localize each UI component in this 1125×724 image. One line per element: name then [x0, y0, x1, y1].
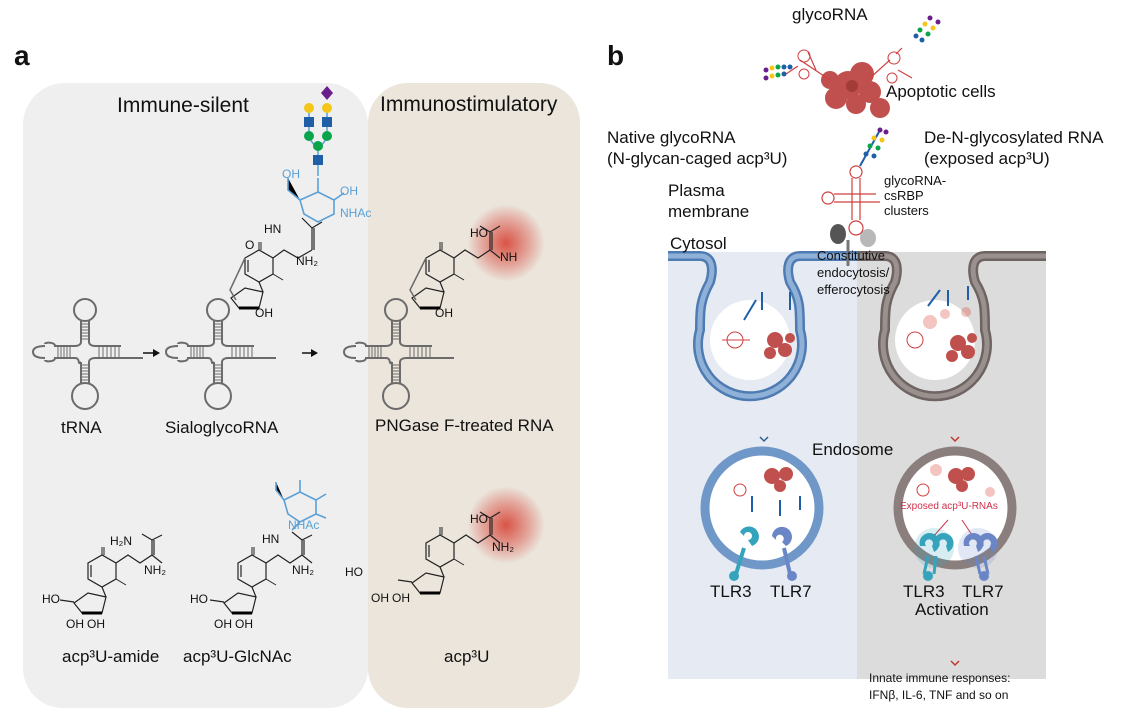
immunostimulatory-box [368, 83, 580, 708]
atom-oh: OH [371, 591, 389, 605]
trna-label: tRNA [61, 418, 102, 437]
endocytosis-line1: Constitutive [817, 248, 885, 263]
plasma-line2: membrane [668, 202, 750, 221]
plasma-membrane-label: Plasma membrane [668, 180, 749, 222]
atom-nhac: NHAc [340, 206, 372, 220]
pngase-rna-label: PNGase F-treated RNA [375, 416, 554, 435]
atom-o: O [245, 238, 255, 252]
atom-h2n: H₂N [110, 534, 132, 548]
panel-a-label: a [14, 40, 30, 71]
atom-oh: OH [235, 617, 253, 631]
endocytosis-label: Constitutive endocytosis/ efferocytosis [817, 247, 890, 298]
apoptotic-cells-label: Apoptotic cells [886, 82, 996, 101]
acp3u-glcnac-label: acp³U-GlcNAc [183, 647, 292, 666]
atom-nh2: NH₂ [296, 254, 318, 268]
plasma-line1: Plasma [668, 181, 725, 200]
atom-oh: OH [66, 617, 84, 631]
atom-nh2: NH₂ [492, 540, 514, 554]
acp3u-label: acp³U [444, 647, 490, 666]
native-glycorna-label: Native glycoRNA (N-glycan-caged acp³U) [607, 127, 787, 169]
tlr7-left-label: TLR7 [770, 582, 812, 601]
atom-ho: HO [470, 512, 488, 526]
innate-line1: Innate immune responses: [869, 671, 1011, 685]
atom-nh2: NH₂ [292, 563, 314, 577]
deglyco-line1: De-N-glycosylated RNA [924, 128, 1104, 147]
csrbp-line2: csRBP [884, 188, 924, 203]
panel-b-label: b [607, 40, 625, 71]
sialoglycorna-label: SialoglycoRNA [165, 418, 279, 437]
deglyco-line2: (exposed acp³U) [924, 149, 1050, 168]
endosome-label: Endosome [812, 440, 894, 459]
atom-ho: HO [42, 592, 60, 606]
highlight-glow [468, 205, 544, 281]
immune-silent-box [23, 83, 368, 708]
immune-silent-title: Immune-silent [117, 94, 249, 117]
atom-oh: OH [87, 617, 105, 631]
csrbp-line1: glycoRNA- [884, 173, 947, 188]
csrbp-line3: clusters [884, 203, 929, 218]
tlr3-right-label: TLR3 [903, 582, 945, 601]
tlr7-right-label: TLR7 [962, 582, 1004, 601]
highlight-glow [468, 487, 544, 563]
endocytosis-line2: endocytosis/ [817, 265, 890, 280]
atom-oh: OH [255, 306, 273, 320]
innate-immune-label: Innate immune responses: IFNβ, IL-6, TNF… [869, 670, 1010, 704]
acp3u-amide-label: acp³U-amide [62, 647, 160, 666]
atom-hn: HN [264, 222, 282, 236]
innate-line2: IFNβ, IL-6, TNF and so on [869, 688, 1009, 702]
activation-label: Activation [915, 600, 989, 619]
cytosol-label: Cytosol [670, 234, 727, 253]
atom-ho: HO [190, 592, 208, 606]
glycorna-label: glycoRNA [792, 5, 868, 24]
endocytosis-line3: efferocytosis [817, 282, 890, 297]
atom-nh2: NH₂ [144, 563, 166, 577]
atom-oh: OH [340, 184, 358, 198]
immunostimulatory-title: Immunostimulatory [380, 93, 558, 116]
deglycosylated-rna-label: De-N-glycosylated RNA (exposed acp³U) [924, 127, 1104, 169]
native-line2: (N-glycan-caged acp³U) [607, 149, 788, 168]
atom-oh: OH [282, 167, 300, 181]
atom-oh: OH [435, 306, 453, 320]
native-line1: Native glycoRNA [607, 128, 736, 147]
atom-nhac: NHAc [288, 518, 320, 532]
atom-oh: OH [392, 591, 410, 605]
atom-oh: OH [214, 617, 232, 631]
atom-hn: HN [262, 532, 280, 546]
csrbp-cluster-label: glycoRNA- csRBP clusters [884, 173, 946, 218]
atom-nh: NH [500, 250, 518, 264]
tlr3-left-label: TLR3 [710, 582, 752, 601]
exposed-acp3u-rnas-label: Exposed acp³U-RNAs [900, 501, 998, 512]
atom-ho: HO [470, 226, 488, 240]
atom-ho: HO [345, 565, 363, 579]
